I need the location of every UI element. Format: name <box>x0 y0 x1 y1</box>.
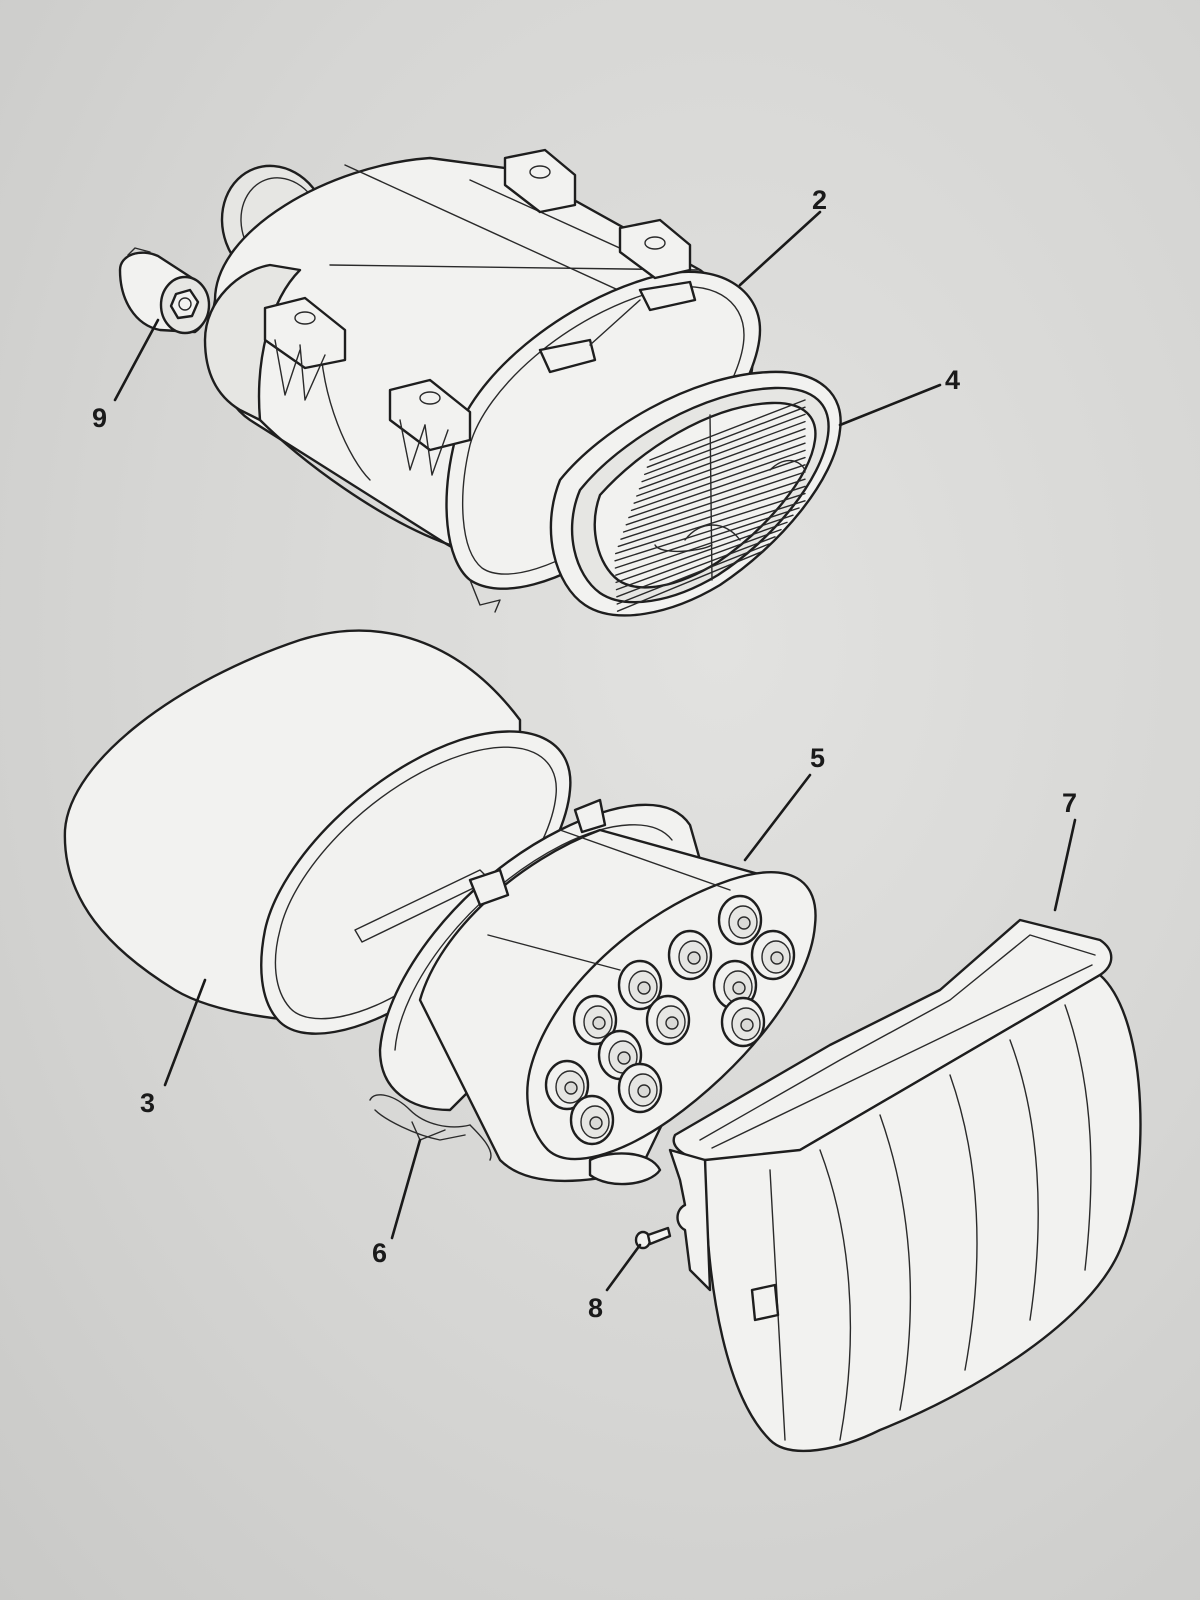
precleaner-tube <box>717 894 763 946</box>
precleaner-tube <box>720 996 766 1048</box>
pleat-line <box>636 435 806 497</box>
pleat-line <box>628 456 806 519</box>
leader-lines <box>113 210 1077 1292</box>
pleat-line <box>633 442 806 504</box>
pleat-line <box>644 413 806 476</box>
pleat-line <box>649 399 806 461</box>
callout-3: 3 <box>140 1088 156 1118</box>
pleat-line <box>614 507 800 569</box>
precleaner-tube <box>572 994 618 1046</box>
pleat-line <box>620 478 806 540</box>
pleat-line <box>615 528 782 591</box>
pleat-line <box>614 500 806 562</box>
leader-3 <box>163 978 207 1087</box>
pleat-line <box>616 550 764 612</box>
precleaner-tube <box>750 929 796 981</box>
pleat-line <box>614 492 806 555</box>
filter-element-safety <box>63 629 572 1035</box>
callout-2: 2 <box>812 185 828 215</box>
dust-cover-baffle <box>668 918 1142 1453</box>
filter-element-primary <box>549 370 842 617</box>
precleaner-tube <box>544 1059 590 1111</box>
leader-4 <box>838 383 942 427</box>
precleaner-tube <box>617 1062 663 1114</box>
precleaner-tube <box>617 959 663 1011</box>
precleaner-tube-section <box>378 798 817 1186</box>
callout-9: 9 <box>92 403 108 433</box>
pleat-line <box>630 449 806 512</box>
callout-5: 5 <box>810 743 826 773</box>
pleat-line <box>638 428 806 490</box>
pleat-line <box>616 543 770 605</box>
leader-8 <box>605 1243 642 1292</box>
restriction-indicator <box>118 247 211 335</box>
leader-5 <box>743 773 812 862</box>
pleat-line <box>615 521 788 584</box>
leader-9 <box>113 318 160 402</box>
leader-2 <box>738 210 822 287</box>
precleaner-tube <box>569 1094 615 1146</box>
callout-4: 4 <box>945 365 961 395</box>
callout-7: 7 <box>1062 788 1078 818</box>
pleat-line <box>622 471 806 533</box>
pleat-line <box>641 420 806 483</box>
precleaner-tube <box>667 929 713 981</box>
callout-6: 6 <box>372 1238 388 1268</box>
callout-8: 8 <box>588 1293 604 1323</box>
pleat-line <box>615 514 794 576</box>
precleaner-tube <box>645 994 691 1046</box>
pleat-line <box>616 536 776 598</box>
pleat-line <box>625 464 806 526</box>
leader-6 <box>390 1138 422 1240</box>
pleat-line <box>646 406 806 468</box>
leader-7 <box>1053 818 1077 912</box>
